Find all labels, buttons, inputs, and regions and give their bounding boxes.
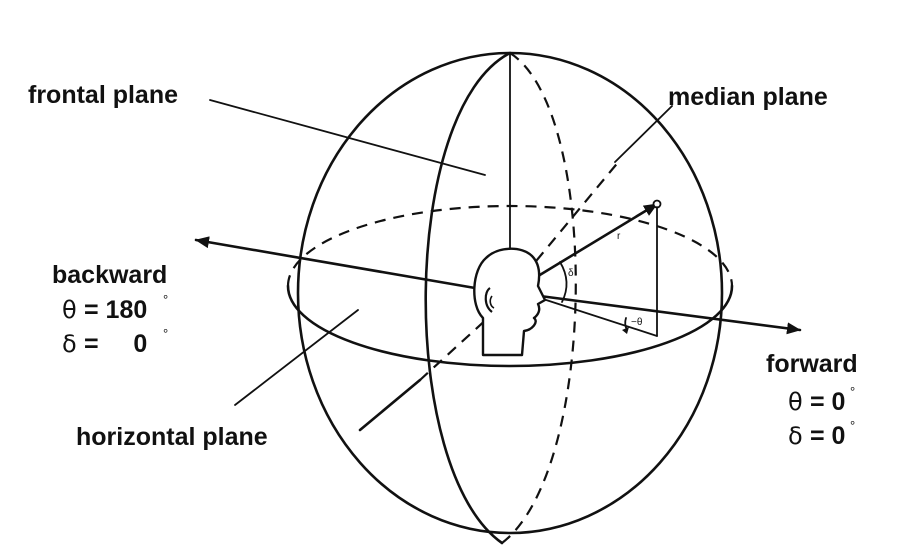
azimuth-arc-tip bbox=[622, 327, 629, 334]
frontal-plane-leader bbox=[209, 99, 486, 176]
delta-label: δ bbox=[568, 268, 574, 279]
frontal-plane-front-edge bbox=[424, 51, 512, 545]
backward-theta-value: = 180 bbox=[84, 296, 147, 324]
horizontal-plane-leader bbox=[234, 309, 359, 406]
horizontal-plane-label: horizontal plane bbox=[76, 423, 268, 451]
forward-arrow bbox=[538, 294, 802, 335]
projection-line bbox=[539, 297, 658, 337]
head-icon bbox=[473, 247, 547, 357]
backward-label: backward bbox=[52, 261, 167, 289]
backward-theta-symbol: θ bbox=[62, 296, 77, 324]
forward-delta-symbol: δ bbox=[788, 422, 803, 450]
backward-arrow bbox=[194, 236, 477, 290]
backward-theta-degree: ° bbox=[163, 292, 168, 307]
neg-theta-label: −θ bbox=[631, 317, 643, 328]
forward-theta-degree: ° bbox=[850, 384, 855, 399]
forward-theta-symbol: θ bbox=[788, 388, 803, 416]
forward-label: forward bbox=[766, 350, 858, 378]
backward-delta-value: = 0 bbox=[84, 330, 147, 358]
elevation-arc bbox=[559, 261, 568, 303]
r-label: r bbox=[617, 231, 621, 242]
interaural-axis-solid bbox=[358, 378, 422, 432]
forward-theta-value: = 0 bbox=[810, 388, 845, 416]
backward-delta-symbol: δ bbox=[62, 330, 77, 358]
forward-delta-value: = 0 bbox=[810, 422, 845, 450]
backward-delta-degree: ° bbox=[163, 326, 168, 341]
frontal-plane-back-edge bbox=[501, 52, 577, 544]
horizontal-plane-front-edge bbox=[286, 284, 734, 368]
median-plane-leader bbox=[614, 105, 673, 163]
forward-delta-degree: ° bbox=[850, 418, 855, 433]
frontal-plane-label: frontal plane bbox=[28, 81, 178, 109]
median-plane-label: median plane bbox=[668, 83, 828, 111]
